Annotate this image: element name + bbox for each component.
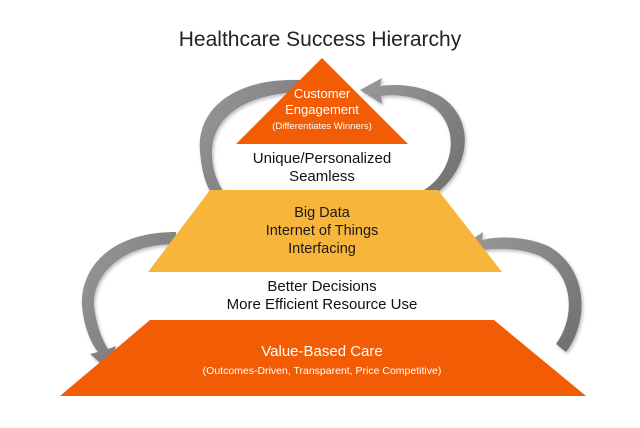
bottom-tier-subtitle: (Outcomes-Driven, Transparent, Price Com… [203, 365, 442, 377]
lower-connector-line1: Better Decisions [267, 278, 376, 295]
curved-arrow-icon [199, 79, 300, 214]
top-tier-line1: Customer [294, 86, 351, 101]
top-tier-subtitle: (Differentiates Winners) [272, 121, 372, 132]
upper-connector-line1: Unique/Personalized [253, 150, 391, 167]
curved-arrow-icon [462, 232, 582, 352]
curved-arrow-icon [81, 232, 176, 370]
curved-arrow-icon [360, 78, 465, 196]
customer-engagement-tier [236, 58, 408, 144]
middle-tier-line3: Interfacing [288, 241, 356, 257]
upper-connector-line2: Seamless [289, 168, 355, 185]
bottom-tier-line1: Value-Based Care [261, 343, 382, 360]
diagram-title: Healthcare Success Hierarchy [179, 28, 462, 51]
middle-tier-line2: Internet of Things [266, 223, 379, 239]
top-tier-line2: Engagement [285, 102, 359, 117]
big-data-tier [148, 190, 502, 272]
lower-connector-line2: More Efficient Resource Use [227, 296, 418, 313]
value-based-care-tier [60, 320, 586, 396]
middle-tier-line1: Big Data [294, 205, 351, 221]
